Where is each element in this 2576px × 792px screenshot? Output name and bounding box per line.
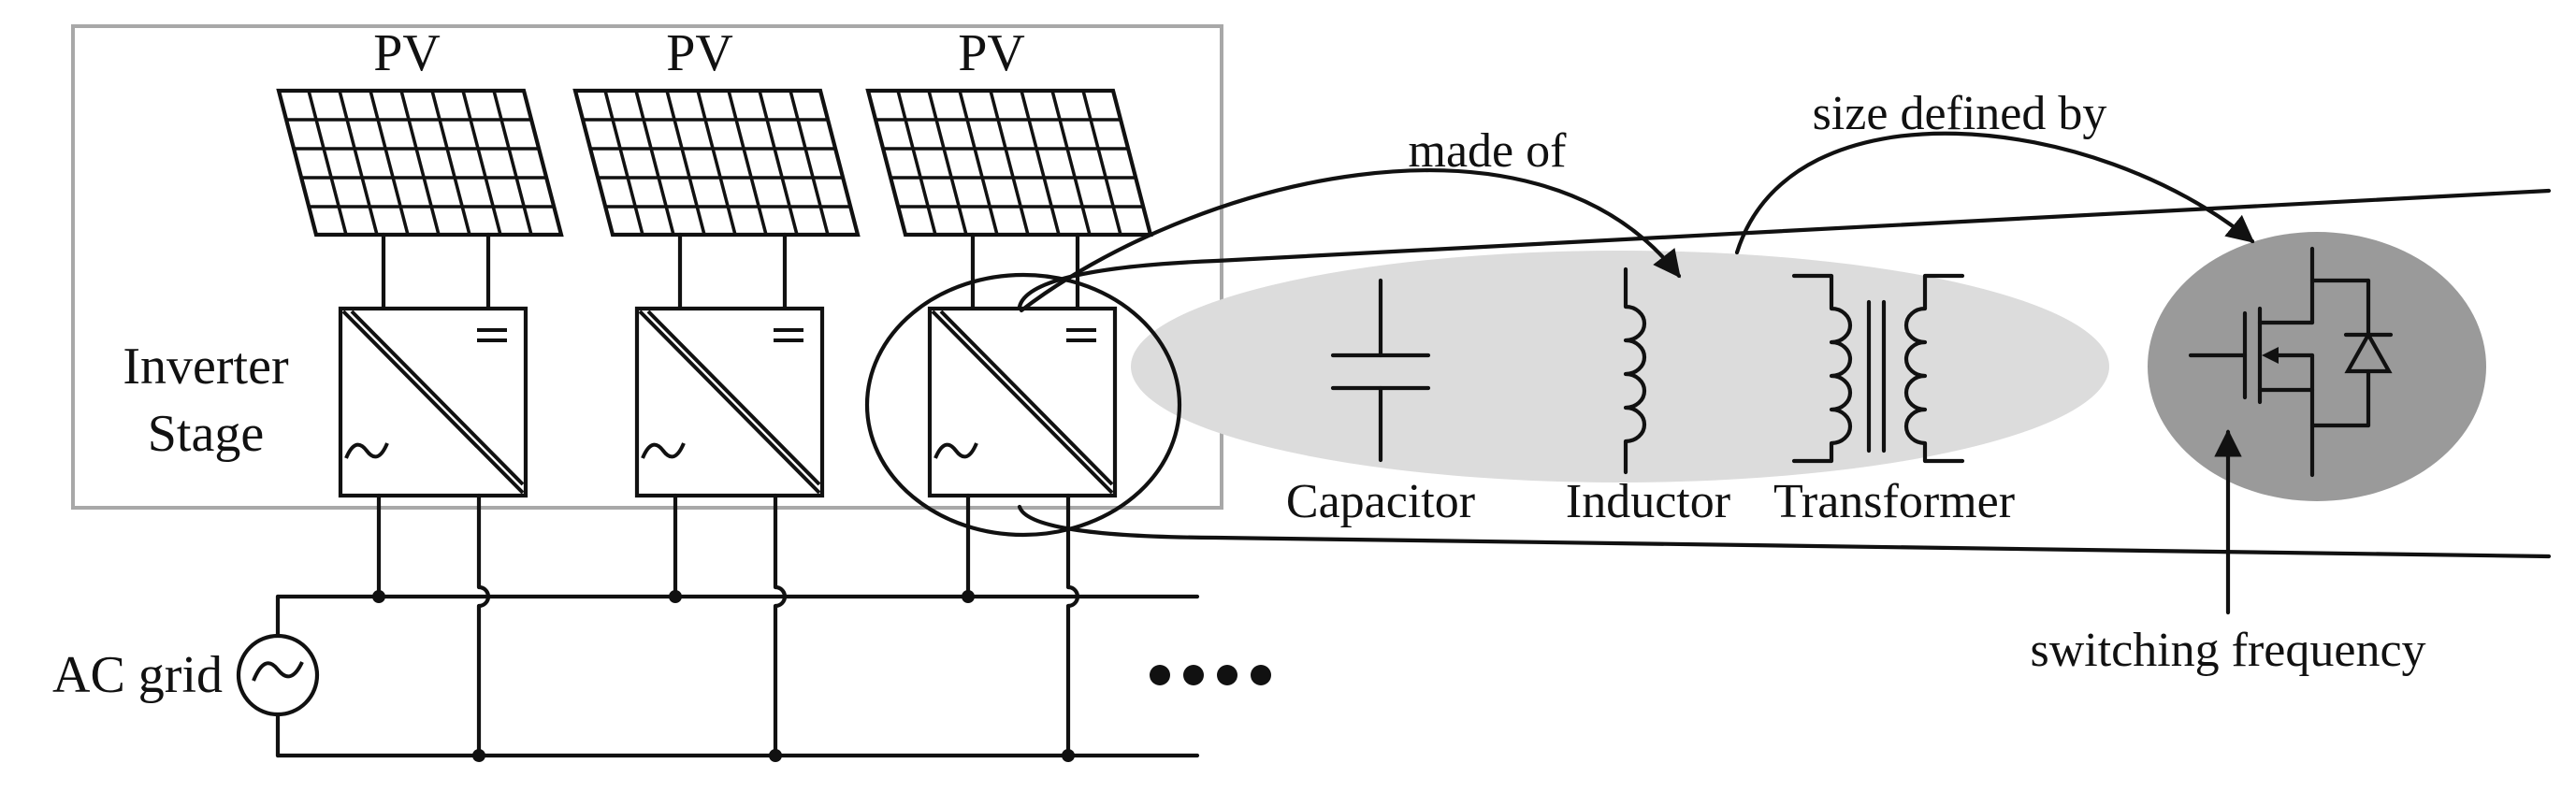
inductor-label: Inductor xyxy=(1566,475,1730,528)
inverters xyxy=(338,306,1118,498)
capacitor-icon xyxy=(1330,278,1431,463)
ac-grid-label: AC grid xyxy=(52,646,223,704)
ac-source-icon xyxy=(236,633,320,717)
switching-frequency-label: switching frequency xyxy=(2030,624,2425,677)
inverter-stage-label-line1: Inverter xyxy=(123,338,289,396)
passive-components-bubble xyxy=(1131,251,2109,482)
pv-wires xyxy=(381,232,1080,311)
inductor-icon xyxy=(1623,266,1647,475)
mosfet-switch-icon xyxy=(2188,246,2394,478)
solar-panel-1 xyxy=(276,88,564,238)
inverter-1 xyxy=(338,306,528,498)
transformer-icon xyxy=(1791,273,1965,464)
pv-label-3: PV xyxy=(958,24,1025,82)
pv-label-1: PV xyxy=(373,24,441,82)
inverter-3 xyxy=(927,306,1118,498)
solar-panel-2 xyxy=(572,88,861,238)
transformer-label: Transformer xyxy=(1773,475,2015,528)
made-of-arrow xyxy=(1019,168,1682,313)
size-defined-by-label: size defined by xyxy=(1813,87,2107,140)
size-defined-by-arrow xyxy=(1734,131,2255,255)
made-of-label: made of xyxy=(1409,124,1568,178)
inverter-stage-label-line2: Stage xyxy=(148,405,264,463)
inverter-2 xyxy=(634,306,825,498)
zoom-callout-lines xyxy=(1017,188,2552,559)
highlight-ellipse xyxy=(864,272,1182,538)
pv-label-2: PV xyxy=(666,24,733,82)
continuation-ellipsis xyxy=(1150,665,1271,685)
solar-panels xyxy=(276,88,1153,238)
annotation-arrows xyxy=(1019,131,2255,615)
capacitor-label: Capacitor xyxy=(1286,475,1475,528)
grid-wiring xyxy=(275,493,1200,762)
solar-panel-3 xyxy=(865,88,1153,238)
inverter-stage-enclosure xyxy=(71,24,1223,510)
switch-bubble xyxy=(2148,232,2486,501)
